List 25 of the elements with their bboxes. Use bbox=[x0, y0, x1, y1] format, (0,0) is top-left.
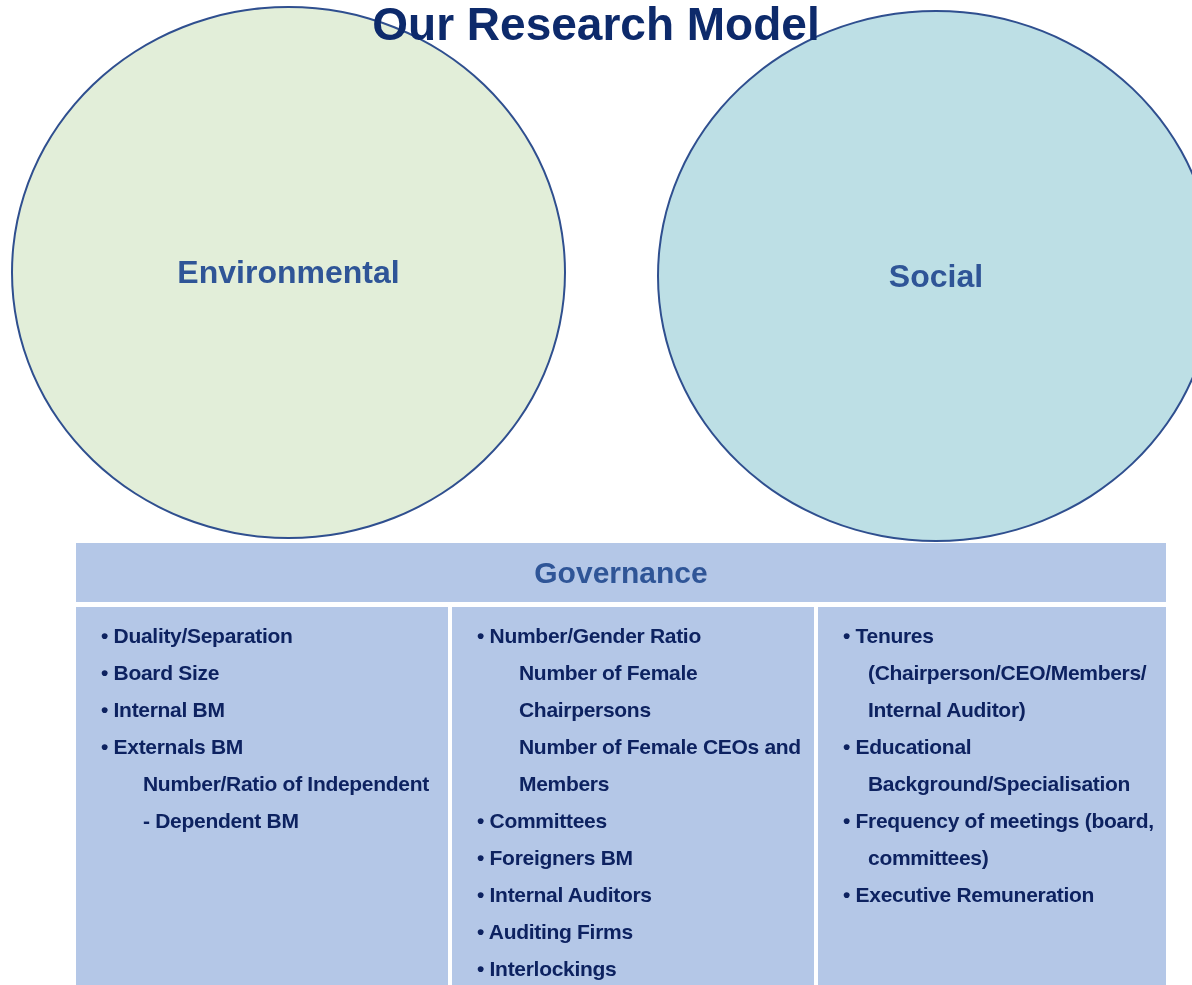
bullet-item: • Executive Remuneration bbox=[842, 882, 1096, 908]
bullet-item: • Educational Background/Specialisation bbox=[842, 734, 1132, 797]
sub-item: Number of Female Chairpersons bbox=[518, 660, 699, 723]
bullet-item: • Duality/Separation bbox=[100, 623, 294, 649]
bullet-item: • Auditing Firms bbox=[476, 919, 634, 945]
bullet-item: • Committees bbox=[476, 808, 608, 834]
circle-label: Social bbox=[888, 257, 984, 295]
header-label: Governance bbox=[534, 555, 708, 590]
bullet-item: • Foreigners BM bbox=[476, 845, 634, 871]
table-column bbox=[76, 607, 448, 985]
sub-item: Number of Female CEOs and Members bbox=[518, 734, 802, 797]
bullet-item: • Interlockings bbox=[476, 956, 618, 982]
governance-table bbox=[76, 543, 1166, 985]
bullet-item: • Number/Gender Ratio bbox=[476, 623, 702, 649]
bullet-item: • Externals BM bbox=[100, 734, 245, 760]
table-column bbox=[452, 607, 814, 985]
sub-item: Number/Ratio of Independent - Dependent BM bbox=[142, 771, 430, 834]
bullet-item: • Internal Auditors bbox=[476, 882, 653, 908]
bullet-item: • Board Size bbox=[100, 660, 221, 686]
bullet-item: • Tenures (Chairperson/CEO/Members/ Internal Auditor) bbox=[842, 623, 1148, 723]
table-column bbox=[818, 607, 1166, 985]
circle-label: Environmental bbox=[177, 254, 400, 291]
bullet-item: • Frequency of meetings (board, committees) bbox=[842, 808, 1155, 871]
title: Our Research Model bbox=[371, 0, 821, 48]
bullet-item: • Internal BM bbox=[100, 697, 226, 723]
